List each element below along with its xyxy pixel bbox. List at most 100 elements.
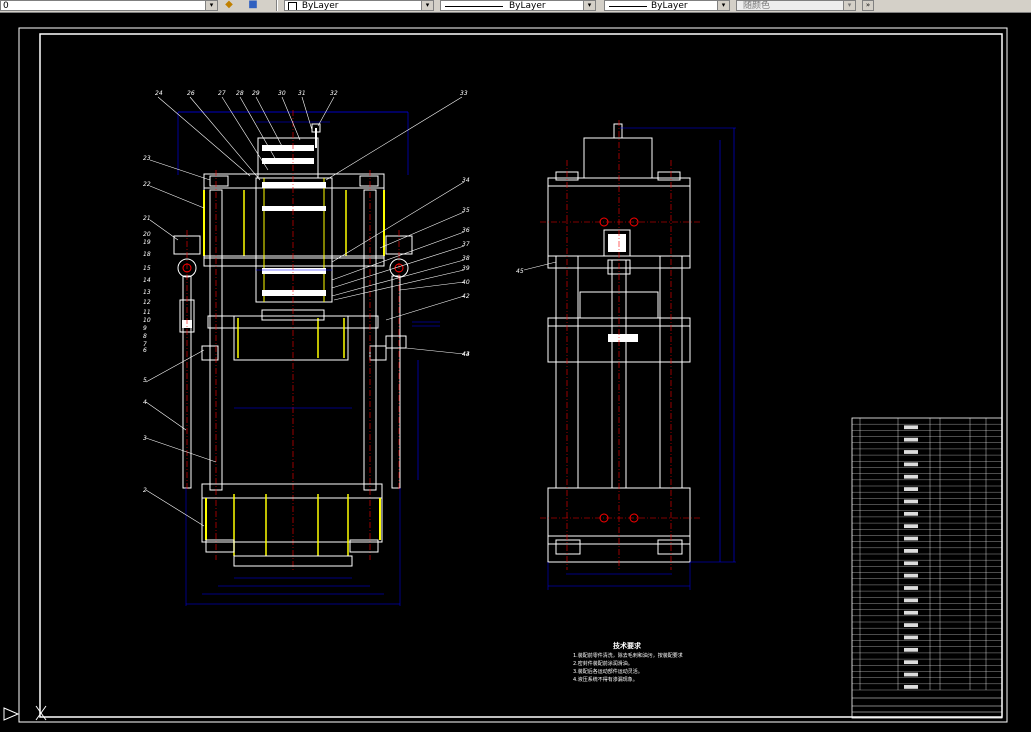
front-view bbox=[145, 96, 465, 606]
callout-40: 40 bbox=[462, 279, 470, 286]
callout-15: 15 bbox=[143, 265, 151, 272]
callout-27: 27 bbox=[218, 90, 226, 97]
callout-22: 22 bbox=[143, 181, 151, 188]
parts-list-text-block bbox=[904, 685, 918, 689]
chevron-down-icon[interactable]: ▾ bbox=[717, 1, 729, 10]
note-line-2: 2.密封件装配前涂润滑油。 bbox=[573, 661, 633, 667]
callout-2: 2 bbox=[143, 487, 147, 494]
callout-10: 10 bbox=[143, 317, 151, 324]
callout-37: 37 bbox=[462, 241, 470, 248]
sheet-outer-border bbox=[18, 27, 1008, 723]
color-swatch-icon bbox=[288, 2, 297, 10]
callout-31: 31 bbox=[298, 90, 306, 97]
callout-32: 32 bbox=[330, 90, 338, 97]
plot-style-value: 随颜色 bbox=[743, 1, 771, 11]
technical-requirements-title: 技术要求 bbox=[613, 642, 641, 650]
callout-30: 30 bbox=[278, 90, 286, 97]
callout-21: 21 bbox=[143, 215, 151, 222]
parts-list-text-block bbox=[904, 672, 918, 677]
callout-18: 18 bbox=[143, 251, 151, 258]
callout-28: 28 bbox=[236, 90, 244, 97]
parts-list-text-block bbox=[904, 598, 918, 603]
note-line-3: 3.装配后各运动部件运动灵活。 bbox=[573, 669, 643, 675]
callout-42: 42 bbox=[462, 293, 470, 300]
layer-stack-icon[interactable]: ■ bbox=[248, 0, 258, 10]
parts-list-text-block bbox=[904, 487, 918, 491]
callout-11: 11 bbox=[143, 309, 151, 316]
parts-list-text-block bbox=[904, 610, 918, 615]
layer-dropdown[interactable]: 0 ▾ bbox=[0, 0, 218, 11]
callout-38: 38 bbox=[462, 255, 470, 262]
parts-list-text-block bbox=[904, 623, 918, 627]
plot-style-dropdown[interactable]: 随颜色 ▾ bbox=[736, 0, 856, 11]
toolbar-separator bbox=[276, 0, 278, 11]
parts-list-text-block bbox=[904, 437, 918, 442]
parts-list-border bbox=[851, 417, 1003, 719]
drawing-canvas[interactable]: 2426272829303132332322212019181514131211… bbox=[0, 12, 1031, 732]
parts-list-text-block bbox=[904, 499, 918, 504]
side-view-callouts: 45 bbox=[516, 268, 524, 275]
callout-34: 34 bbox=[462, 177, 470, 184]
properties-toolbar: 0 ▾ ◆ ■ ByLayer ▾ ByLayer ▾ ByLayer ▾ 随颜… bbox=[0, 0, 1031, 13]
callout-36: 36 bbox=[462, 227, 470, 234]
parts-list-text-block bbox=[904, 573, 918, 578]
parts-list-text-block bbox=[904, 536, 918, 541]
parts-list-text-block bbox=[904, 561, 918, 566]
parts-list-text-block bbox=[904, 635, 918, 640]
parts-list-text-block bbox=[904, 425, 918, 430]
callout-43: 43 bbox=[462, 351, 470, 358]
callout-7: 7 bbox=[143, 341, 147, 348]
callout-19: 19 bbox=[143, 239, 151, 246]
callout-44: 44 bbox=[462, 351, 470, 358]
layer-dropdown-value: 0 bbox=[3, 1, 9, 11]
parts-list-text-block bbox=[904, 647, 918, 652]
callout-8: 8 bbox=[143, 333, 147, 340]
lineweight-control-dropdown[interactable]: ByLayer ▾ bbox=[604, 0, 730, 11]
callout-4: 4 bbox=[143, 399, 147, 406]
callout-29: 29 bbox=[252, 90, 260, 97]
chevron-down-icon[interactable]: ▾ bbox=[583, 1, 595, 10]
color-control-value: ByLayer bbox=[301, 1, 339, 11]
chevron-down-icon[interactable]: ▾ bbox=[421, 1, 433, 10]
chevron-down-icon[interactable]: ▾ bbox=[205, 1, 217, 10]
callout-39: 39 bbox=[462, 265, 470, 272]
toolbar-scroll-icon[interactable]: » bbox=[862, 0, 874, 11]
parts-list-text-block bbox=[904, 586, 918, 590]
linetype-control-dropdown[interactable]: ByLayer ▾ bbox=[440, 0, 596, 11]
callout-35: 35 bbox=[462, 207, 470, 214]
ucs-icon bbox=[3, 705, 47, 721]
parts-list-text-block bbox=[904, 511, 918, 516]
callout-24: 24 bbox=[155, 90, 163, 97]
side-view bbox=[523, 120, 736, 590]
callout-9: 9 bbox=[143, 325, 147, 332]
callout-13: 13 bbox=[143, 289, 151, 296]
callout-33: 33 bbox=[460, 90, 468, 97]
callout-12: 12 bbox=[143, 299, 151, 306]
callout-26: 26 bbox=[187, 90, 195, 97]
layer-state-icon[interactable]: ◆ bbox=[225, 0, 233, 10]
parts-list-text-block bbox=[904, 549, 918, 553]
note-line-4: 4.液压系统不得有渗漏现象。 bbox=[573, 677, 638, 683]
chevron-down-icon[interactable]: ▾ bbox=[843, 1, 855, 10]
linetype-control-value: ByLayer bbox=[509, 1, 546, 11]
sheet-inner-border bbox=[39, 33, 1003, 718]
callout-23: 23 bbox=[143, 155, 151, 162]
technical-requirements-notes: 1.装配前零件清洗，除去毛刺和油污，按装配要求 2.密封件装配前涂润滑油。 3.… bbox=[573, 652, 693, 684]
callout-5: 5 bbox=[143, 377, 147, 384]
linetype-sample bbox=[445, 6, 503, 7]
callout-20: 20 bbox=[143, 231, 151, 238]
parts-list-text-block bbox=[904, 462, 918, 467]
note-line-1: 1.装配前零件清洗，除去毛刺和油污，按装配要求 bbox=[573, 653, 683, 659]
callout-14: 14 bbox=[143, 277, 151, 284]
callout-3: 3 bbox=[143, 435, 147, 442]
parts-list-text-block bbox=[904, 524, 918, 529]
callout-6: 6 bbox=[143, 347, 147, 354]
callout-45: 45 bbox=[516, 268, 524, 275]
lineweight-sample bbox=[609, 6, 647, 7]
parts-list-table bbox=[851, 417, 1003, 719]
parts-list-text-block bbox=[904, 474, 918, 479]
lineweight-control-value: ByLayer bbox=[651, 1, 688, 11]
parts-list-text-block bbox=[904, 660, 918, 665]
color-control-dropdown[interactable]: ByLayer ▾ bbox=[284, 0, 434, 11]
